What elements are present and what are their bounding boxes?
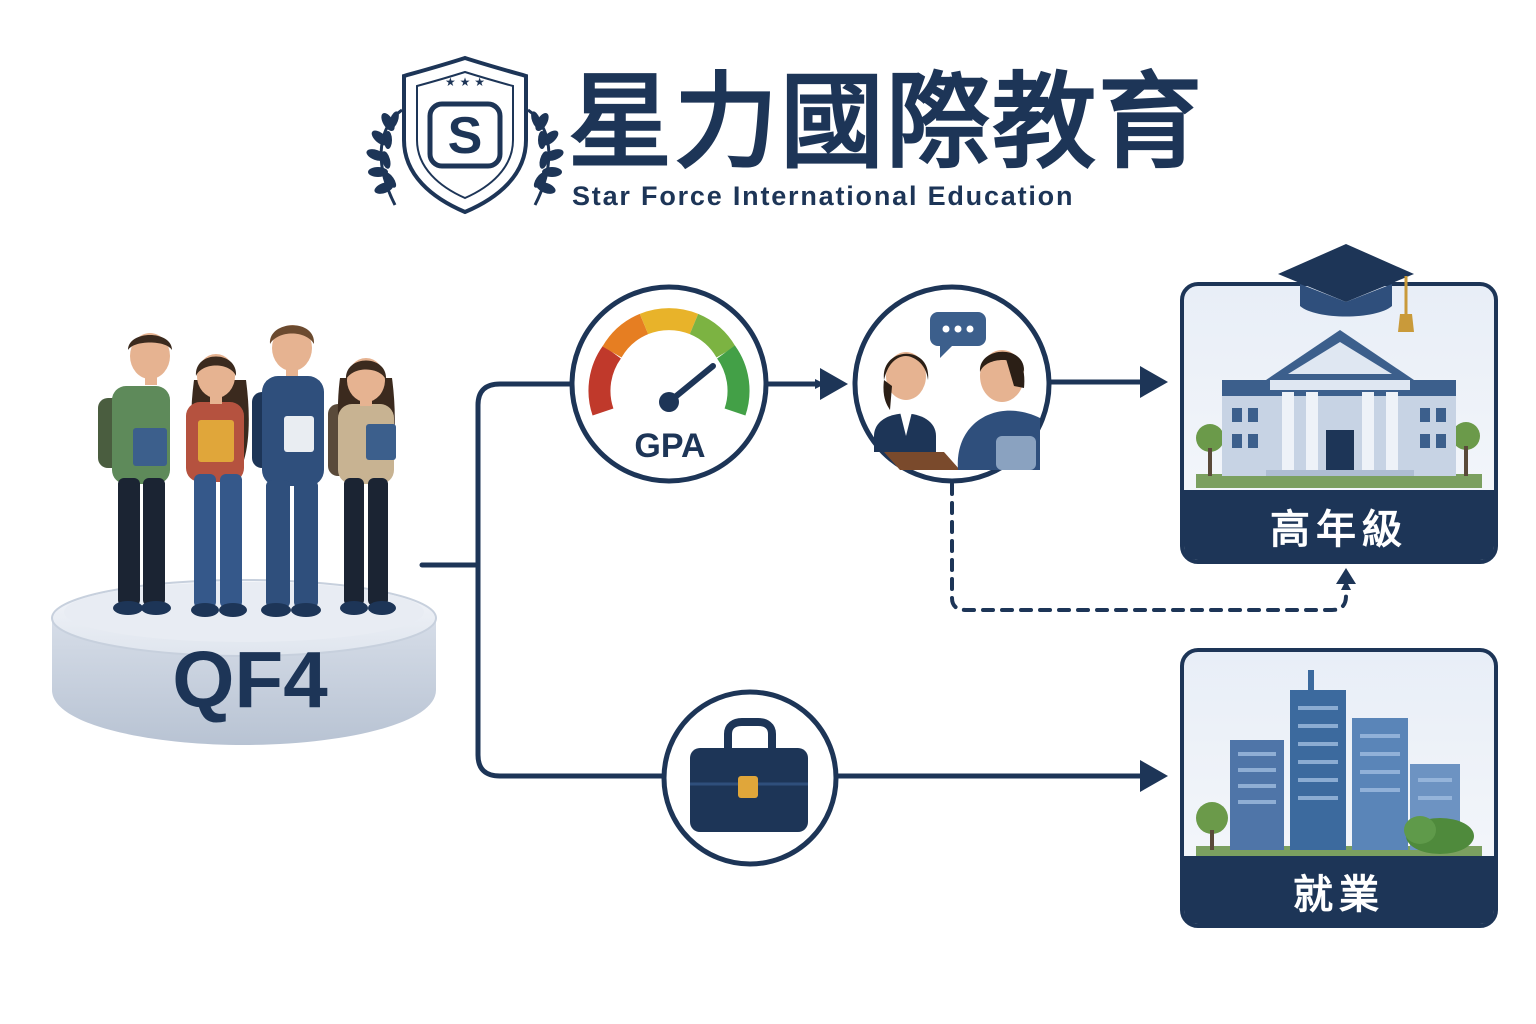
connector-branch-upper — [475, 381, 579, 568]
gauge-icon — [588, 308, 750, 416]
logo-letter: S — [448, 107, 483, 165]
graduation-cap-icon — [1278, 244, 1414, 332]
job-step — [661, 689, 839, 867]
student-1 — [98, 333, 172, 615]
gpa-step — [569, 284, 769, 484]
laurel-left-icon — [366, 108, 403, 206]
interview-step — [852, 284, 1052, 484]
employment-outcome-card — [1180, 648, 1498, 928]
svg-text:★ ★ ★: ★ ★ ★ — [445, 75, 485, 89]
city-icon — [1196, 670, 1482, 856]
connectors — [419, 377, 1351, 781]
employment-outcome-label: 就業 — [1293, 872, 1385, 918]
connector-branch-lower — [475, 562, 667, 779]
shield-icon: ★ ★ ★ S — [402, 55, 528, 215]
student-4 — [328, 358, 396, 615]
student-3 — [252, 325, 324, 617]
qf4-label: QF4 — [172, 635, 328, 724]
senior-outcome-label: 高年級 — [1270, 507, 1408, 553]
interview-icon — [874, 312, 1040, 470]
laurel-right-icon — [527, 108, 564, 206]
student-2 — [186, 354, 249, 617]
university-icon — [1196, 330, 1482, 488]
senior-outcome-card — [1180, 244, 1498, 564]
briefcase-icon — [690, 718, 808, 832]
brand-name-cn: 星力國際教育 — [568, 61, 1205, 183]
gpa-label: GPA — [634, 427, 706, 465]
students-group — [98, 325, 396, 617]
brand-name-en: Star Force International Education — [572, 181, 1075, 211]
brand-logo: ★ ★ ★ S — [366, 55, 564, 215]
connector-dashed-senior — [950, 482, 1351, 612]
